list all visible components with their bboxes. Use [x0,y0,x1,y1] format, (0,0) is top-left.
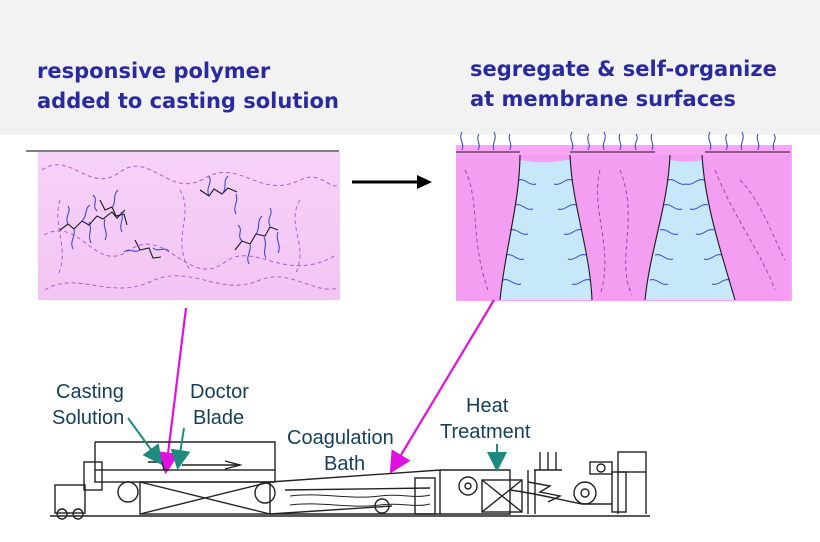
headline-left-line1: responsive polymer [37,59,271,83]
header-band [0,0,820,135]
headline-right-line1: segregate & self-organize [470,57,777,81]
casting-machine-icon [50,441,650,520]
doctor-label-line1: Doctor [190,381,249,403]
headline-left-line2: added to casting solution [37,89,339,113]
headline-left: responsive polymer added to casting solu… [37,56,339,116]
pointer-arrow-icon [157,299,495,475]
heat-label-line1: Heat [466,395,509,417]
right-arrow-icon [352,175,432,189]
doctor-label-line2: Blade [193,407,244,429]
down-arrow-icon [127,417,507,472]
coag-label-line1: Coagulation [287,427,394,449]
self-organized-membrane-panel [456,131,792,301]
headline-right-line2: at membrane surfaces [470,87,736,111]
casting-label-line2: Solution [52,407,124,429]
casting-solution-panel [26,150,340,300]
coag-label-line2: Bath [324,453,365,475]
heat-label-line2: Treatment [440,421,531,443]
headline-right: segregate & self-organize at membrane su… [470,54,777,114]
casting-label-line1: Casting [56,381,124,403]
